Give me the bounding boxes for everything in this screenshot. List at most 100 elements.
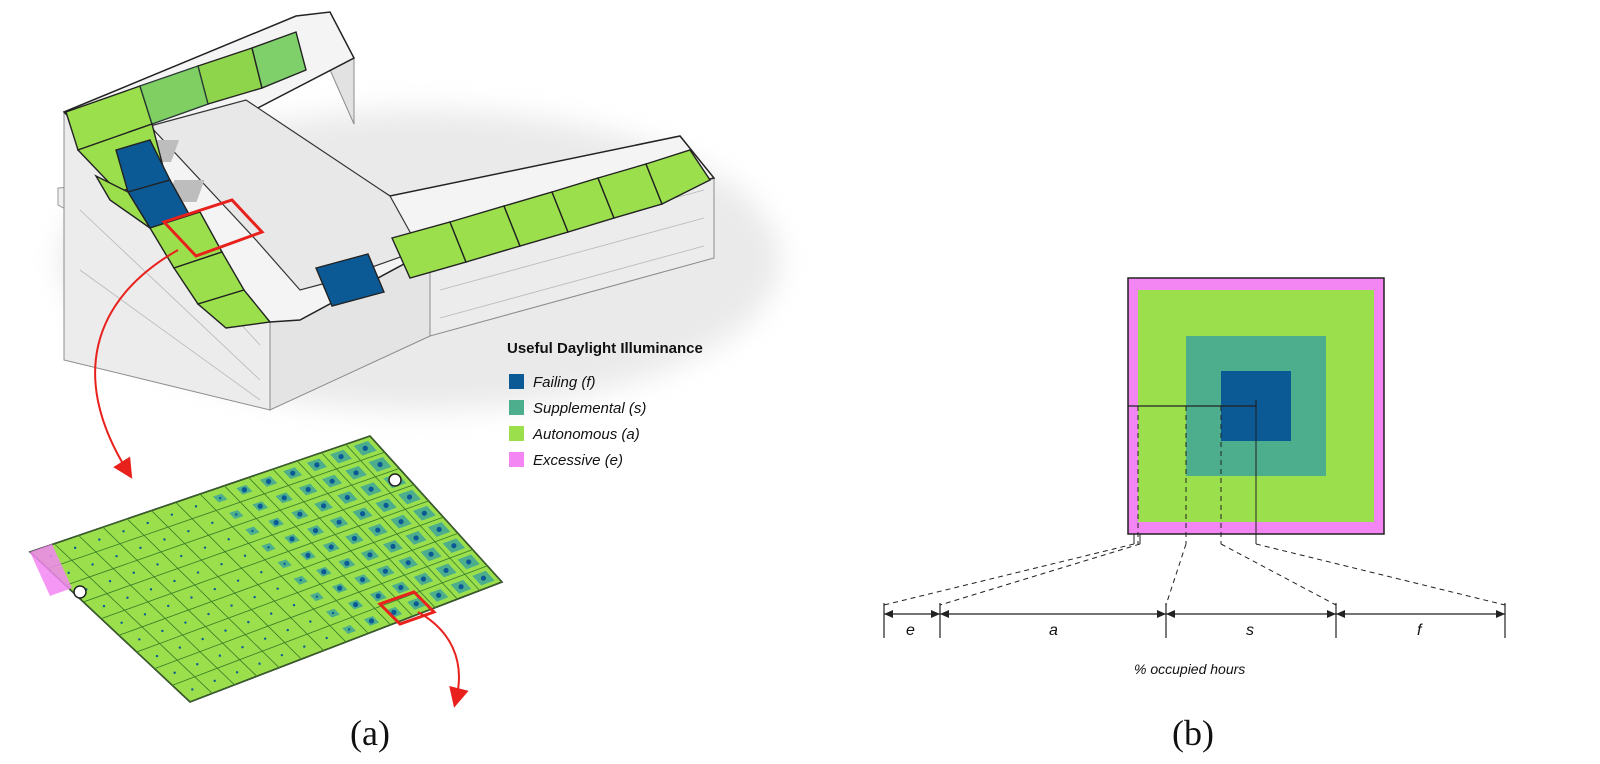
building-axonometric [57,11,780,411]
sensor-point [398,519,404,525]
column-marker [73,585,87,599]
sensor-point [122,530,125,533]
room-autonomous [645,149,712,205]
sensor-point [305,486,311,493]
sensor-point [196,663,199,666]
sensor-point [368,486,374,492]
sensor-point [344,560,350,566]
column-marker [388,473,402,487]
sensor-point [377,461,383,468]
dimension-arrowheads [884,610,1505,618]
sensor-point [108,579,112,583]
sensor-point [251,529,254,533]
sensor-point [241,645,244,649]
sensor-point [149,588,153,591]
sensor-point [405,560,411,566]
sensor-point [224,629,227,632]
sensor-point [383,502,389,508]
sensor-point [421,510,427,516]
sensor-point [178,646,182,649]
sensor-point [263,637,267,640]
sensor-point [115,554,118,558]
cell-excessive [30,544,62,574]
sensor-point [98,538,101,541]
sensor-point [451,543,457,549]
segment-label-f: f [1417,622,1423,639]
sensor-point [398,584,404,591]
segment-label-s: s [1246,622,1254,639]
sensor-point [413,601,419,607]
sensor-point [247,620,250,624]
sensor-point [201,637,204,641]
sensor-cell [464,565,503,591]
sensor-point [290,470,296,476]
legend-label-failing: Failing (f) [533,374,596,391]
sensor-point [163,538,166,541]
sensor-point [218,654,222,657]
sensor-point [173,671,176,674]
room-autonomous [196,289,272,329]
corridor [148,99,421,291]
sensor-point [213,679,216,683]
sensor-point [257,503,263,509]
sensor-point [312,527,319,534]
sensor-point [218,496,222,500]
sensor-point [146,521,149,525]
sensor-grid-cells [29,435,503,703]
sensor-point [436,592,442,598]
sensor-point [173,579,176,583]
projection-solid [1133,406,1257,544]
sensor-point [139,546,142,550]
sensor-point [329,478,335,484]
sensor-point [331,611,335,615]
sensor-point [102,604,106,608]
sensor-point [269,612,273,615]
sensor-point [289,536,295,542]
sensor-point [428,551,434,557]
sensor-point [267,546,270,549]
sensor-point [207,612,210,616]
sensor-point [480,575,487,581]
sensor-point [91,563,94,566]
sensor-point [314,462,320,468]
sensor-point [196,571,200,574]
sensor-point [303,645,306,648]
sensor-point [161,629,164,633]
legend-label-autonomous: Autonomous (a) [532,426,640,443]
sensor-point [315,595,319,598]
sensor-point [126,596,129,599]
sensor-point [351,535,358,542]
cell-excessive [40,566,72,596]
sensor-point [336,519,342,525]
sensor-point [190,596,193,599]
legend-title: Useful Daylight Illuminance [507,340,703,357]
sensor-point [220,562,223,566]
sensor-point [265,478,272,485]
sensor-point [299,579,302,582]
sensor-point [120,621,123,624]
legend: Useful Daylight Illuminance Failing (f) … [507,340,703,469]
sensor-point [73,546,77,550]
sensor-point [258,662,261,665]
sensor-point [292,603,296,607]
selected-room-highlight [161,198,265,258]
sensor-point [241,487,247,493]
sensor-point [321,569,327,575]
sensor-point [211,521,214,525]
room-sensor-grid [28,435,504,703]
sensor-point [281,495,287,501]
sensor-point [309,620,312,623]
sensor-point [253,595,256,599]
sensor-point [466,559,472,565]
legend-label-supplemental: Supplemental (s) [533,400,646,417]
segment-label-e: e [906,622,915,639]
zoom-arrow-sensor [417,611,469,708]
sensor-point [325,636,328,640]
legend-swatch-autonomous [509,426,524,441]
sensor-point [368,618,375,624]
sensor-point [391,609,397,615]
sensor-point [321,503,327,509]
sensor-point [362,445,368,451]
sensor-point [353,470,359,476]
